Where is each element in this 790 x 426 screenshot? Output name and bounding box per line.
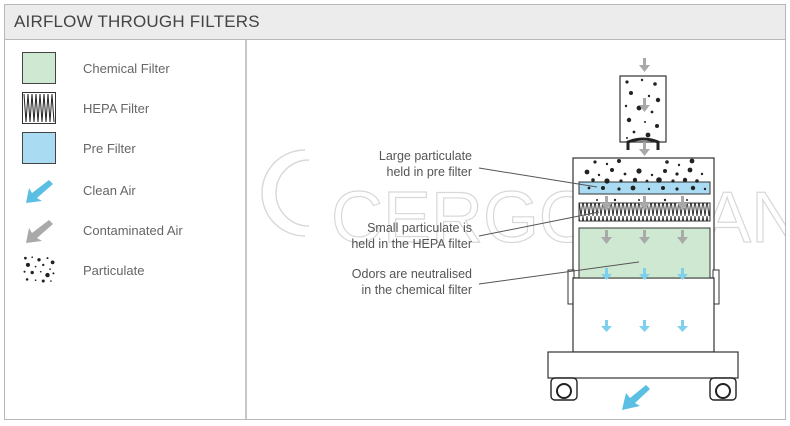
callout-hepa-filter: Small particulate is held in the HEPA fi… xyxy=(351,220,472,252)
contaminated-air-arrow-icon xyxy=(26,220,53,243)
air-purifier-illustration: CERGO PLAN xyxy=(261,58,785,410)
particulate-dots-icon xyxy=(23,256,55,283)
callout-hepa-line1: Small particulate is xyxy=(367,221,472,235)
legend-label-pre: Pre Filter xyxy=(83,141,136,156)
legend-item-particulate: Particulate xyxy=(22,254,242,288)
pre-filter-swatch xyxy=(22,132,56,164)
particulate-cloud xyxy=(584,78,707,202)
callout-pre-filter: Large particulate held in pre filter xyxy=(379,148,472,180)
legend: Chemical Filter HEPA Filter Pre Filter C… xyxy=(5,40,247,419)
legend-item-hepa: HEPA Filter xyxy=(22,92,242,126)
callout-pre-line2: held in pre filter xyxy=(386,165,472,179)
legend-item-contaminated: Contaminated Air xyxy=(22,214,242,248)
legend-item-chemical: Chemical Filter xyxy=(22,52,242,86)
callout-pre-line1: Large particulate xyxy=(378,149,472,163)
wheel-left xyxy=(550,377,578,401)
page-title: AIRFLOW THROUGH FILTERS xyxy=(14,12,260,31)
legend-label-hepa: HEPA Filter xyxy=(83,101,150,116)
legend-item-pre: Pre Filter xyxy=(22,132,242,166)
legend-label-contaminated: Contaminated Air xyxy=(83,223,183,238)
callout-chem-line2: in the chemical filter xyxy=(361,283,472,297)
legend-label-particulate: Particulate xyxy=(83,263,145,278)
legend-label-chemical: Chemical Filter xyxy=(83,61,170,76)
pre-filter xyxy=(578,181,711,195)
callout-hepa-line2: held in the HEPA filter xyxy=(351,237,472,251)
callout-chemical-filter: Odors are neutralised in the chemical fi… xyxy=(352,266,472,298)
legend-label-clean: Clean Air xyxy=(83,183,136,198)
cart-base xyxy=(547,351,739,379)
callout-chem-line1: Odors are neutralised xyxy=(351,267,472,281)
airflow-panel: AIRFLOW THROUGH FILTERS Chemical Filter … xyxy=(4,4,786,420)
cabinet-lower xyxy=(572,277,715,353)
title-bar: AIRFLOW THROUGH FILTERS xyxy=(5,5,785,40)
hepa-filter-swatch xyxy=(22,92,56,124)
contaminated-air-arrows xyxy=(601,58,688,244)
handle xyxy=(626,137,660,150)
wheel-right xyxy=(709,377,737,401)
clean-air-arrows xyxy=(601,268,688,410)
legend-item-clean: Clean Air xyxy=(22,174,242,208)
chemical-filter-swatch xyxy=(22,52,56,84)
callout-leaders xyxy=(478,167,640,285)
clean-air-arrow-icon xyxy=(26,180,53,203)
diagram-area: CERGO PLAN xyxy=(247,40,785,419)
